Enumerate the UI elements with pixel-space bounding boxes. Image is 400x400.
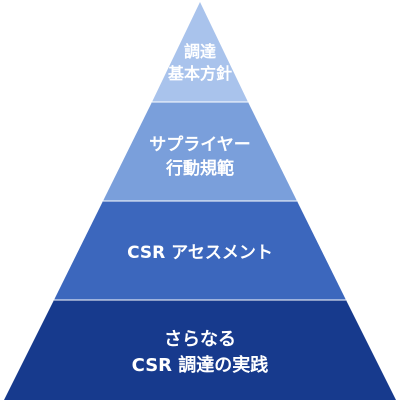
tier-procurement-policy-label-line1: 調達	[184, 42, 216, 61]
tier-csr-practice-label-line2: CSR 調達の実践	[132, 354, 269, 376]
tier-csr-assessment-label: CSR アセスメント	[127, 243, 273, 263]
tier-procurement-policy-shape	[152, 2, 248, 102]
tier-csr-practice-label-line1: さらなる	[164, 329, 236, 350]
tier-supplier-code-shape	[103, 102, 297, 201]
tier-csr-practice-shape	[4, 300, 396, 400]
tier-supplier-code-label-line1: サプライヤー	[149, 134, 251, 155]
tier-csr-assessment-shape	[54, 201, 346, 300]
tier-procurement-policy-label-line2: 基本方針	[167, 64, 232, 83]
tier-supplier-code-label-line2: 行動規範	[165, 158, 234, 179]
